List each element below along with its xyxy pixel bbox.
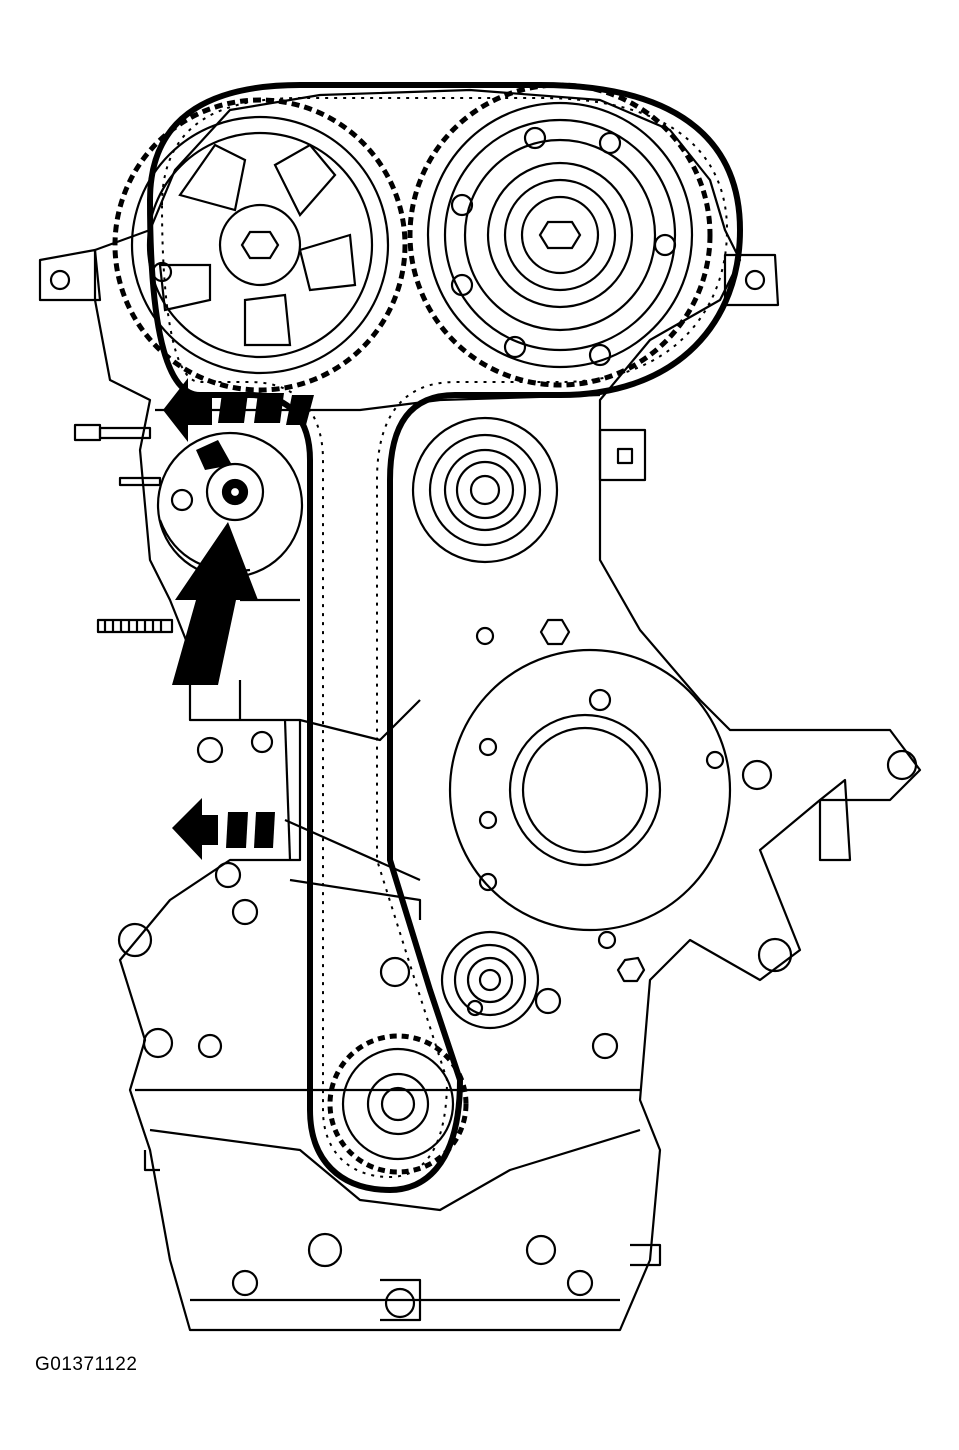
slide-arrow (172, 798, 275, 860)
right-camshaft-sprocket (407, 82, 713, 388)
left-mount-tab (38, 248, 102, 302)
arrows (163, 378, 314, 860)
left-mount-hole (49, 269, 71, 291)
hex-bolt (539, 618, 571, 646)
pivot-arrow (172, 522, 258, 685)
figure-id-label: G01371122 (35, 1354, 138, 1375)
engine-block-outline (93, 88, 922, 1332)
lower-idler-pulley (440, 930, 540, 1030)
engine-block (38, 88, 922, 1332)
upper-idler-pulley (411, 416, 559, 564)
pipe-fitting (73, 423, 102, 442)
water-pump-housing (448, 648, 732, 932)
left-sprocket-hex (240, 230, 280, 260)
right-sprocket-hex (538, 220, 582, 250)
right-mount-tab (723, 253, 780, 307)
tension-release-arrow (163, 378, 314, 470)
stud (96, 618, 174, 634)
left-camshaft-sprocket (112, 97, 408, 393)
right-mount-hole (744, 269, 766, 291)
left-sprocket-spokes (158, 143, 357, 347)
crankshaft-sprocket (327, 1033, 469, 1175)
